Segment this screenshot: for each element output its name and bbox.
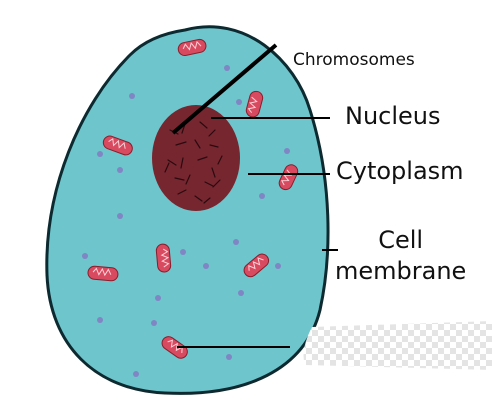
chromosomes-label: Chromosomes [293,50,415,70]
cell-membrane-label-line2: membrane [335,257,467,285]
cytoplasm-label: Cytoplasm [336,157,464,185]
checker-patch [303,321,492,370]
mitochondrion [245,90,264,118]
mitochondrion [87,265,119,282]
nucleus-label: Nucleus [345,102,441,130]
mitochondrion [243,253,270,278]
chromosomes-pointer [171,43,278,135]
mitochondria [87,38,299,359]
pointer-lines [171,43,338,348]
cell-membrane-label-line1: Cell [378,226,424,254]
chromosome-strands [164,121,223,204]
cytoplasm-granules [82,65,290,377]
cell-membrane-label: Cell membrane [335,225,466,287]
mitochondrion [102,135,133,156]
nucleus [152,105,240,211]
mitochondrion [155,243,172,273]
mitochondrion [177,38,207,57]
cell-membrane [45,25,330,395]
